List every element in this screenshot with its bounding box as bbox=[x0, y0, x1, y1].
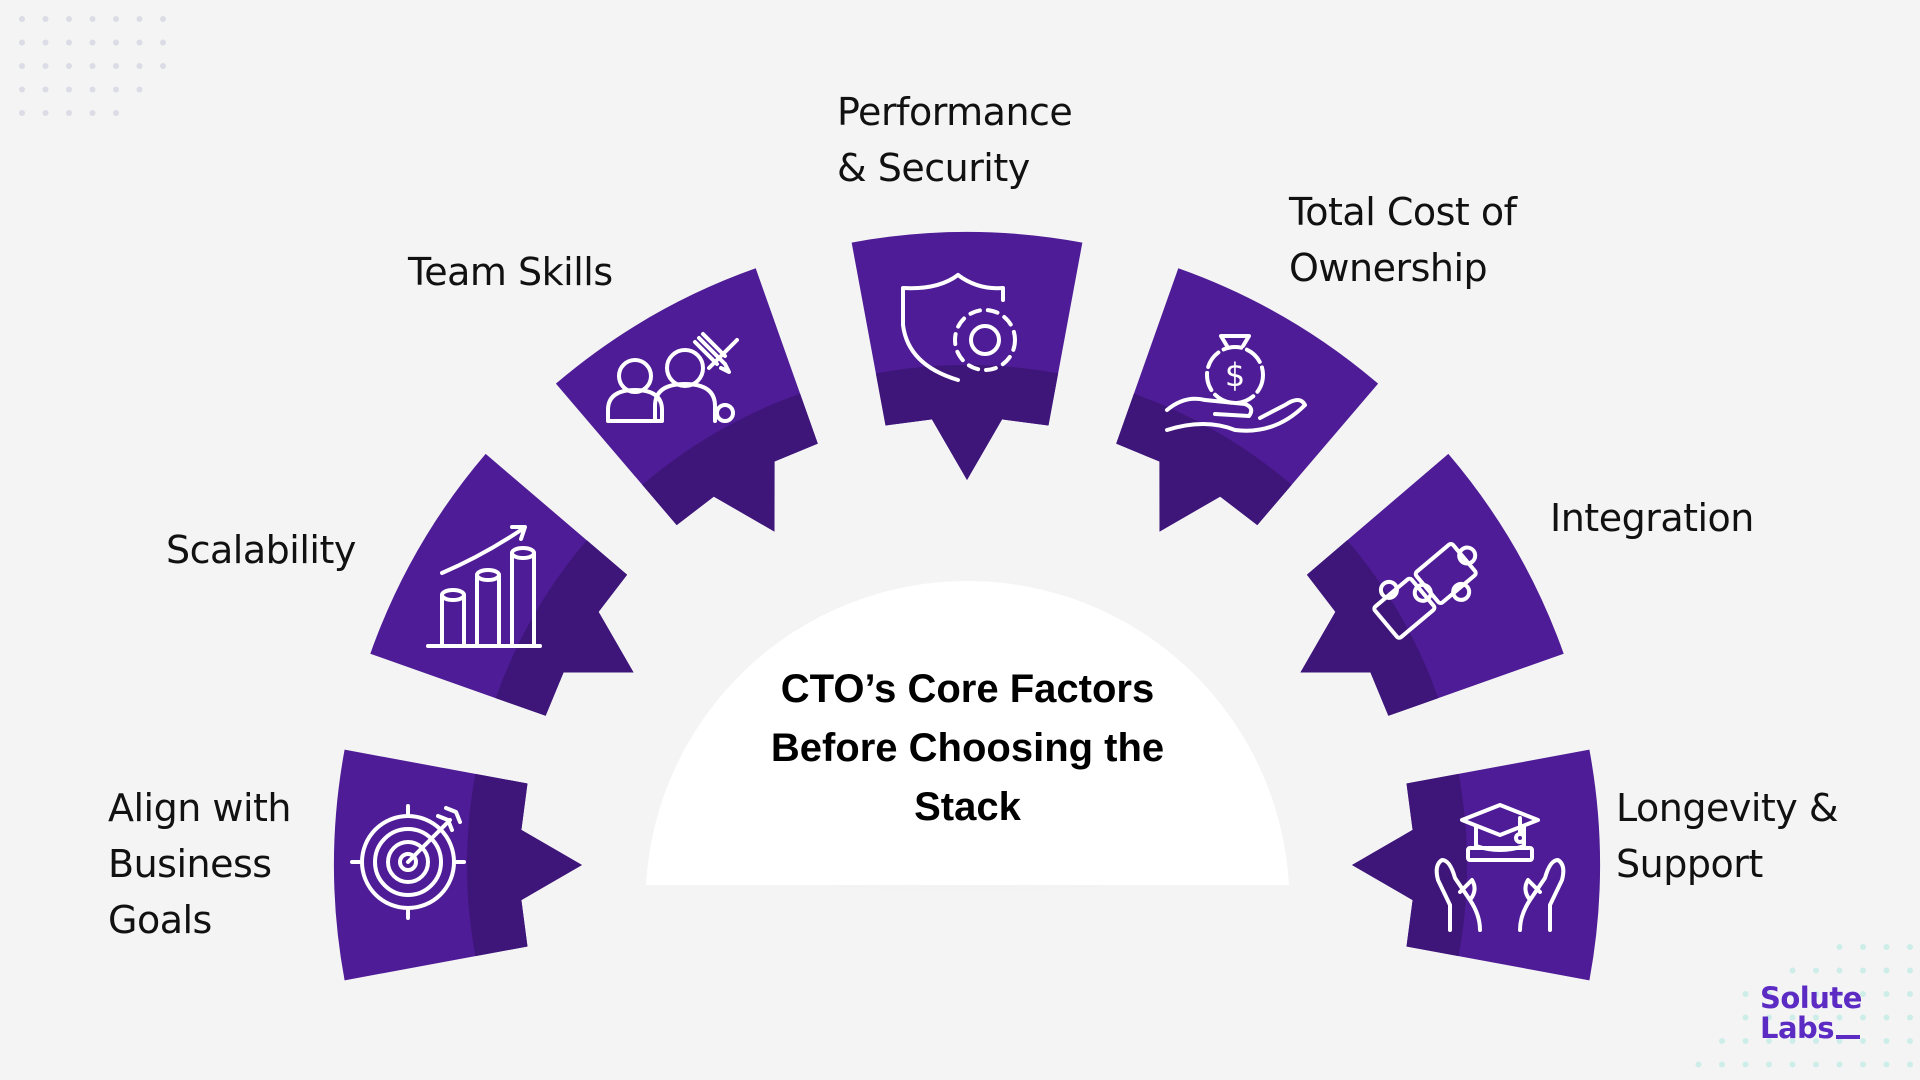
title-line-2: Before Choosing the bbox=[770, 726, 1165, 770]
factor-segment-inner-band bbox=[1352, 773, 1467, 957]
center-semicircle bbox=[646, 580, 1289, 885]
logo-underscore bbox=[1836, 1035, 1861, 1039]
factor-label-align-business-goals: Align with Business Goals bbox=[108, 786, 292, 942]
factor-segment-inner-band bbox=[1116, 393, 1292, 532]
title-line-1: CTO’s Core Factors bbox=[780, 667, 1155, 711]
diagram-title: CTO’s Core Factors Before Choosing the S… bbox=[700, 660, 1235, 837]
factor-label-total-cost-ownership: Total Cost of Ownership bbox=[1289, 190, 1517, 290]
team-tools-icon bbox=[606, 332, 739, 423]
factor-segment-inner-band bbox=[467, 773, 582, 957]
title-line-3: Stack bbox=[914, 785, 1021, 829]
factor-label-team-skills: Team Skills bbox=[408, 250, 613, 294]
target-icon bbox=[350, 804, 466, 920]
graduation-hands-icon bbox=[1434, 803, 1566, 932]
factor-segments bbox=[333, 231, 1601, 981]
shield-gear-icon bbox=[901, 273, 1017, 382]
factor-segment-inner-band bbox=[1300, 540, 1439, 716]
factor-segment-inner-band bbox=[642, 393, 818, 532]
puzzle-icon bbox=[1372, 542, 1478, 640]
decorative-dots-bottom-right bbox=[1695, 944, 1913, 1068]
factor-label-longevity-support: Longevity & Support bbox=[1616, 786, 1838, 886]
svg-text:$: $ bbox=[1225, 356, 1245, 394]
bar-chart-growth-icon bbox=[426, 525, 542, 648]
factor-segment-inner-band bbox=[495, 540, 634, 716]
money-bag-hand-icon: $ bbox=[1165, 334, 1307, 433]
brand-logo: Solute Labs bbox=[1760, 983, 1862, 1043]
logo-line-2: Labs bbox=[1760, 1011, 1835, 1045]
factor-label-performance-security: Performance & Security bbox=[837, 90, 1073, 190]
factor-segment-inner-band bbox=[875, 365, 1059, 480]
factor-label-scalability: Scalability bbox=[166, 528, 356, 572]
factor-label-integration: Integration bbox=[1550, 496, 1754, 540]
logo-line-1: Solute bbox=[1760, 981, 1862, 1015]
decorative-dots-top-left bbox=[19, 16, 166, 116]
